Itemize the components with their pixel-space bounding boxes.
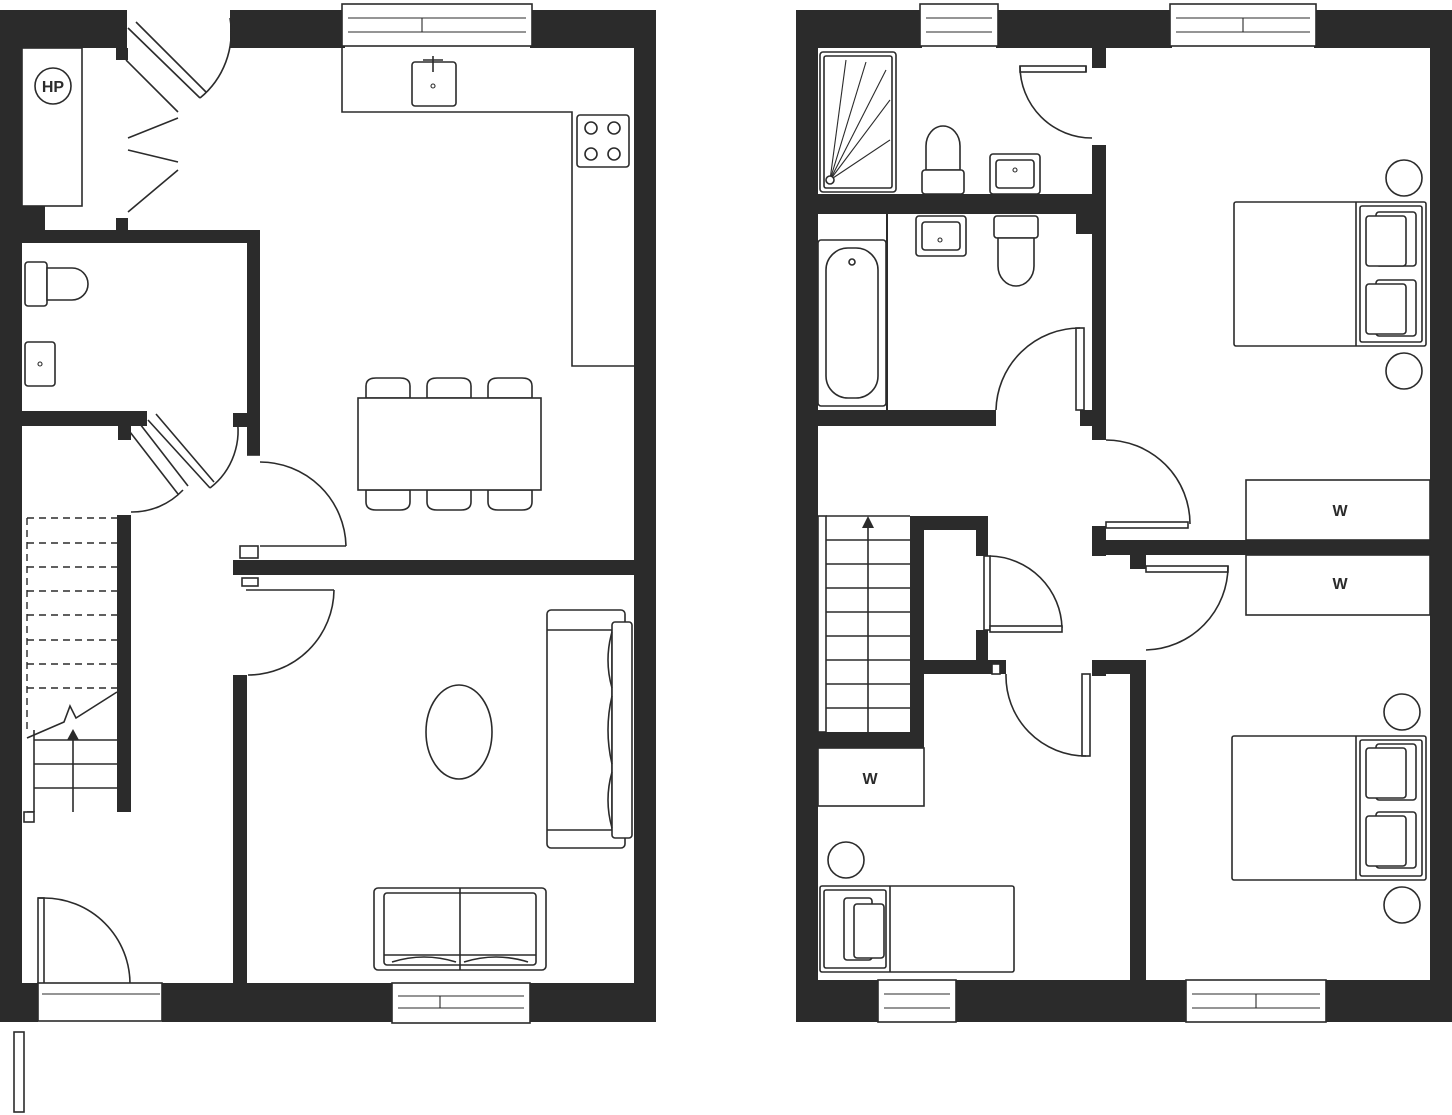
bedroom-3-door[interactable] (991, 663, 1091, 757)
airing-cupboard-door[interactable] (983, 555, 1063, 633)
wardrobe-label: W (1332, 503, 1348, 520)
en-suite-toilet (921, 125, 965, 195)
kitchen-door[interactable] (239, 454, 347, 559)
living-room-sofa-right (546, 609, 633, 849)
ground-floor-staircase (23, 517, 118, 823)
shower-tray (819, 51, 897, 193)
kitchen-worktop (341, 46, 634, 367)
wardrobe-bedroom-2: W (1245, 554, 1431, 616)
wardrobe-label: W (1332, 576, 1348, 593)
wardrobe-bedroom-1: W (1245, 479, 1431, 541)
living-room-window (391, 982, 531, 1024)
bathroom-door[interactable] (995, 327, 1085, 411)
bathroom-toilet (993, 215, 1039, 287)
first-floor-plan: W W (796, 3, 1452, 1023)
bath (817, 239, 887, 407)
coffee-table (425, 684, 493, 780)
first-floor-walls (796, 10, 1452, 1022)
bedroom-2-bed (1231, 693, 1427, 924)
wardrobe-bedroom-3: W (817, 747, 925, 807)
bedroom-2-door[interactable] (1145, 565, 1229, 651)
bathroom-basin (915, 215, 967, 257)
en-suite-door[interactable] (1019, 65, 1093, 139)
heat-pump-icon (34, 67, 72, 105)
bedroom-2-window (1185, 979, 1327, 1023)
hob (576, 114, 630, 168)
front-step (13, 1031, 25, 1113)
living-room-door[interactable] (241, 577, 335, 676)
cloakroom-door[interactable] (129, 413, 239, 513)
bedroom-1-bed (1233, 159, 1427, 390)
en-suite-basin (989, 153, 1041, 195)
dining-table (357, 377, 542, 511)
kitchen-sink (411, 56, 457, 107)
bedroom-1-door[interactable] (1105, 439, 1191, 529)
heat-pump-label: HP (42, 79, 65, 96)
ground-floor-wc (24, 261, 89, 387)
bedroom-1-window (1169, 3, 1317, 47)
living-room-sofa-bottom (373, 887, 547, 971)
kitchen-window (341, 3, 533, 47)
bedroom-3-bed (819, 841, 1015, 973)
first-floor-staircase (817, 515, 910, 733)
utility-back-door[interactable] (125, 17, 232, 213)
front-door[interactable] (37, 897, 163, 1022)
shower-room-window (919, 3, 999, 47)
utility-cupboard: HP (21, 47, 83, 207)
wardrobe-label: W (862, 771, 878, 788)
ground-floor-plan: HP (0, 3, 656, 1113)
bedroom-3-window (877, 979, 957, 1023)
ground-floor-walls (0, 10, 656, 1022)
